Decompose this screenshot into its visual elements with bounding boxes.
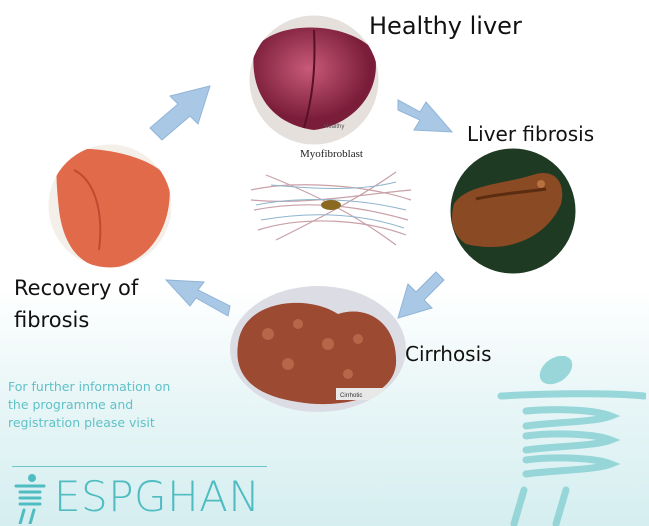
- arrow-cirrhosis-to-recovery: [166, 280, 230, 316]
- info-text: For further information on the programme…: [8, 378, 183, 432]
- cirrhosis-label: Cirrhosis: [405, 342, 492, 366]
- healthy-liver-label: Healthy liver: [369, 12, 522, 40]
- fibrosis-liver-image: [446, 144, 580, 278]
- recovery-label-line2: fibrosis: [14, 304, 138, 336]
- espghan-logo-text: ESPGHAN: [54, 472, 260, 521]
- arrow-healthy-to-fibrosis: [398, 100, 452, 132]
- recovery-liver-image: [44, 140, 176, 272]
- healthy-liver-image: Healthy: [244, 10, 384, 150]
- divider: [12, 466, 267, 467]
- liver-fibrosis-label: Liver fibrosis: [467, 122, 594, 146]
- myofibroblast-label: Myofibroblast: [300, 148, 363, 160]
- svg-text:Healthy: Healthy: [324, 124, 344, 130]
- recovery-label: Recovery of fibrosis: [14, 272, 138, 336]
- recovery-label-line1: Recovery of: [14, 272, 138, 304]
- myofibroblast-diagram: [246, 160, 416, 250]
- arrow-recovery-to-healthy: [150, 86, 210, 140]
- svg-text:Cirrhotic: Cirrhotic: [340, 393, 362, 399]
- espghan-logo-icon: [12, 472, 48, 524]
- decorative-figure-icon: [496, 356, 646, 526]
- cirrhosis-liver-image: Cirrhotic: [228, 284, 408, 414]
